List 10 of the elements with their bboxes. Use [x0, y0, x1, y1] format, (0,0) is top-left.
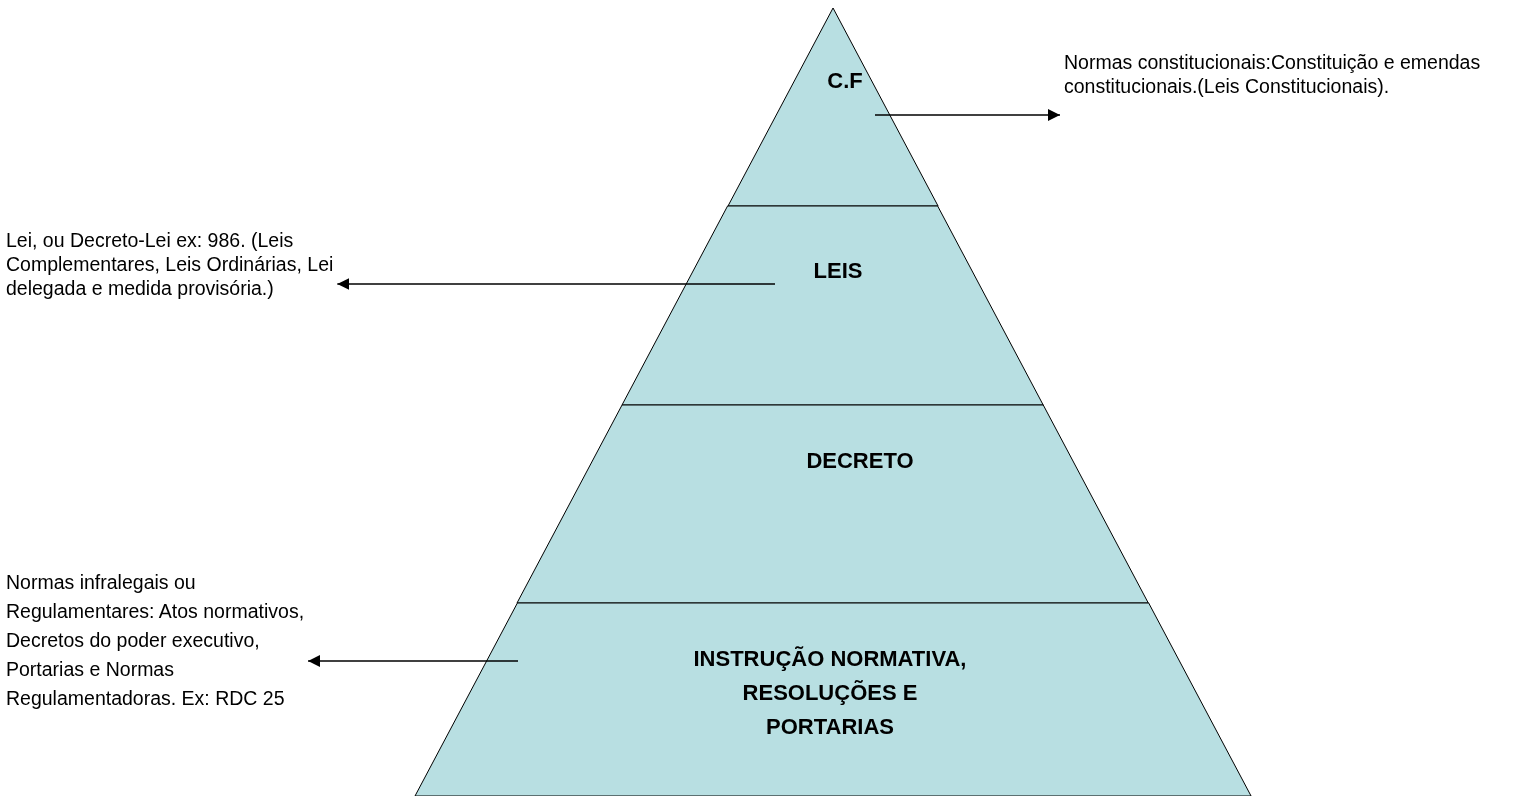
tier-label: LEIS	[812, 257, 864, 285]
tier-label: DECRETO	[805, 447, 915, 475]
tier-label: C.F	[826, 67, 864, 95]
note-text: Lei, ou Decreto-Lei ex: 986. (Leis Complementares, Leis Ordinárias, Lei delegada e medida provisória.)	[6, 228, 335, 300]
arrow	[874, 109, 1061, 121]
arrow	[307, 655, 519, 667]
note-text: Normas constitucionais:Constituição e emendas constitucionais.(Leis Constitucionais).	[1063, 50, 1482, 98]
tier-label: INSTRUÇÃO NORMATIVA, RESOLUÇÕES E PORTARIAS	[692, 645, 968, 741]
note-text: Normas infralegais ou Regulamentares: Atos normativos, Decretos do poder executivo, Portarias e Normas Regulamentadoras. Ex: RDC 25	[6, 570, 306, 711]
arrow	[336, 278, 776, 290]
